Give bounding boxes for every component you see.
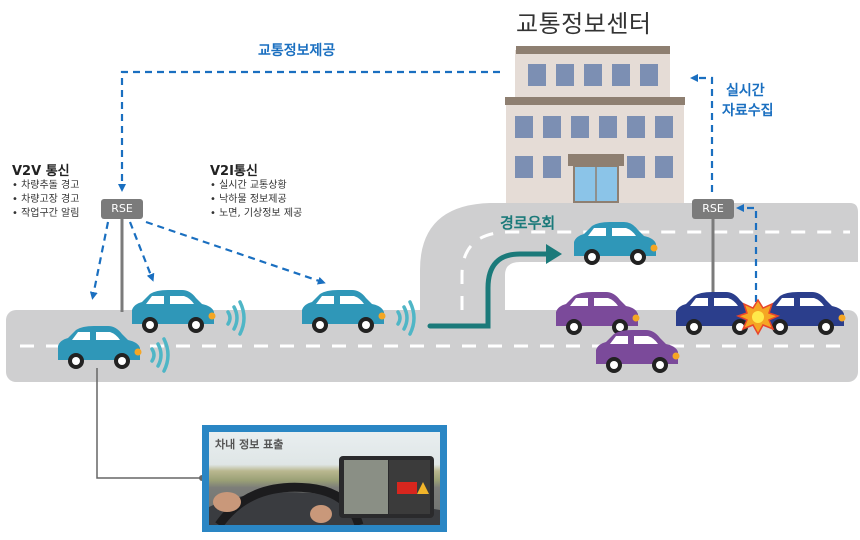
v2i-section: V2I통신 실시간 교통상황 낙하물 정보제공 노면, 기상정보 제공 xyxy=(210,160,302,221)
reroute-arrowhead xyxy=(546,244,562,264)
traffic-center-building xyxy=(505,46,685,203)
panel-connector-line xyxy=(96,368,202,479)
realtime-collect-label-2: 자료수집 xyxy=(722,103,774,119)
bypass-lane-line xyxy=(460,230,850,310)
v2v-item: 작업구간 알림 xyxy=(12,207,79,221)
in-vehicle-display-panel: 차내 정보 표출 xyxy=(202,425,447,532)
in-vehicle-panel-title: 차내 정보 표출 xyxy=(215,438,284,451)
v2i-item: 낙하물 정보제공 xyxy=(210,193,302,207)
v2v-section: V2V 통신 차량추돌 경고 차량고장 경고 작업구간 알림 xyxy=(12,160,79,221)
rse-left: RSE xyxy=(101,199,143,219)
realtime-collect-line xyxy=(690,74,714,192)
v2i-item: 노면, 기상정보 제공 xyxy=(210,207,302,221)
v2v-title: V2V 통신 xyxy=(12,164,70,179)
traffic-center-title: 교통정보센터 xyxy=(516,10,652,38)
traffic-info-provide-line xyxy=(118,70,500,192)
v2v-item: 차량추돌 경고 xyxy=(12,179,79,193)
dashboard-illustration xyxy=(209,456,440,525)
v2v-item: 차량고장 경고 xyxy=(12,193,79,207)
v2i-item: 실시간 교통상황 xyxy=(210,179,302,193)
realtime-collect-label-1: 실시간 xyxy=(726,83,765,99)
rse-to-car2-line xyxy=(128,221,155,282)
reroute-arrow xyxy=(427,251,551,329)
v2i-title: V2I통신 xyxy=(210,164,258,179)
rse-to-car1-line xyxy=(89,221,110,300)
traffic-info-provide-label: 교통정보제공 xyxy=(258,43,336,59)
reroute-label: 경로우회 xyxy=(500,214,556,232)
in-vehicle-photo: 차내 정보 표출 xyxy=(209,432,440,525)
rse-to-car3-line xyxy=(145,220,326,285)
rse-right: RSE xyxy=(692,199,734,219)
